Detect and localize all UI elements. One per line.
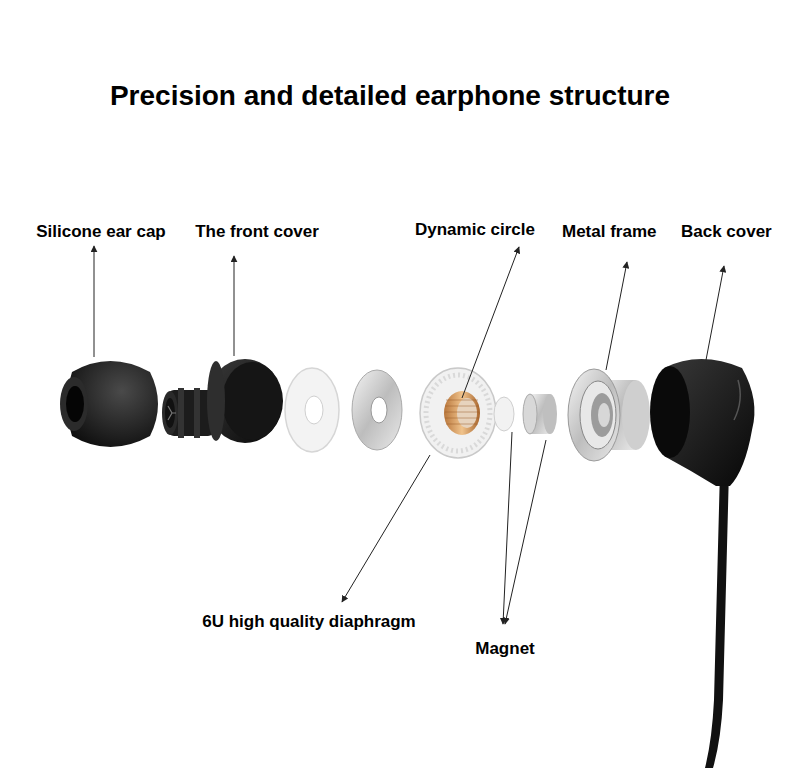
part-label: Dynamic circle xyxy=(415,220,535,240)
leader-lines xyxy=(94,246,724,624)
metal-frame xyxy=(568,369,650,461)
part-label: Magnet xyxy=(475,639,535,659)
part-label: The front cover xyxy=(195,222,319,242)
part-label: Back cover xyxy=(681,222,772,242)
silver-dish xyxy=(352,370,402,450)
part-label: Silicone ear cap xyxy=(36,222,165,242)
part-label: Metal frame xyxy=(562,222,656,242)
dynamic-circle xyxy=(420,368,496,458)
part-label: 6U high quality diaphragm xyxy=(202,612,415,632)
ear-cap xyxy=(60,361,158,447)
small-disc xyxy=(494,397,514,431)
front-cover xyxy=(162,359,283,443)
diagram-title: Precision and detailed earphone structur… xyxy=(110,80,670,112)
washer xyxy=(285,368,339,452)
magnet xyxy=(523,394,557,434)
back-cover xyxy=(650,359,754,768)
